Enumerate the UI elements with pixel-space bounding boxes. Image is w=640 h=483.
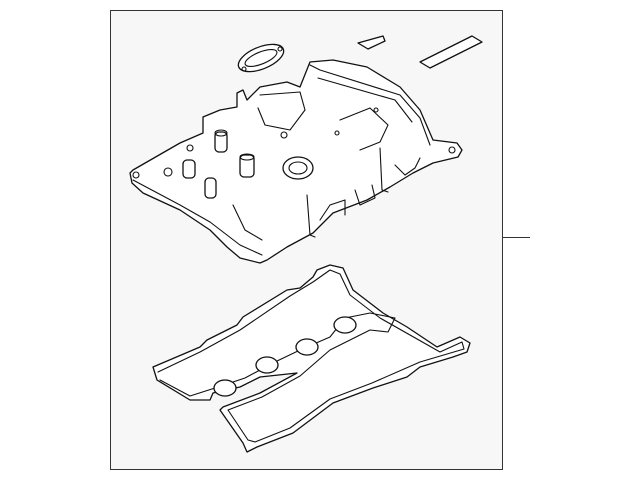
port-gasket xyxy=(237,43,285,73)
seal-strip-small xyxy=(357,35,386,50)
valve-cover xyxy=(129,59,463,264)
valve-cover-gasket xyxy=(152,264,471,453)
seal-strip-long xyxy=(419,35,483,69)
callout-leader-line xyxy=(503,237,530,238)
